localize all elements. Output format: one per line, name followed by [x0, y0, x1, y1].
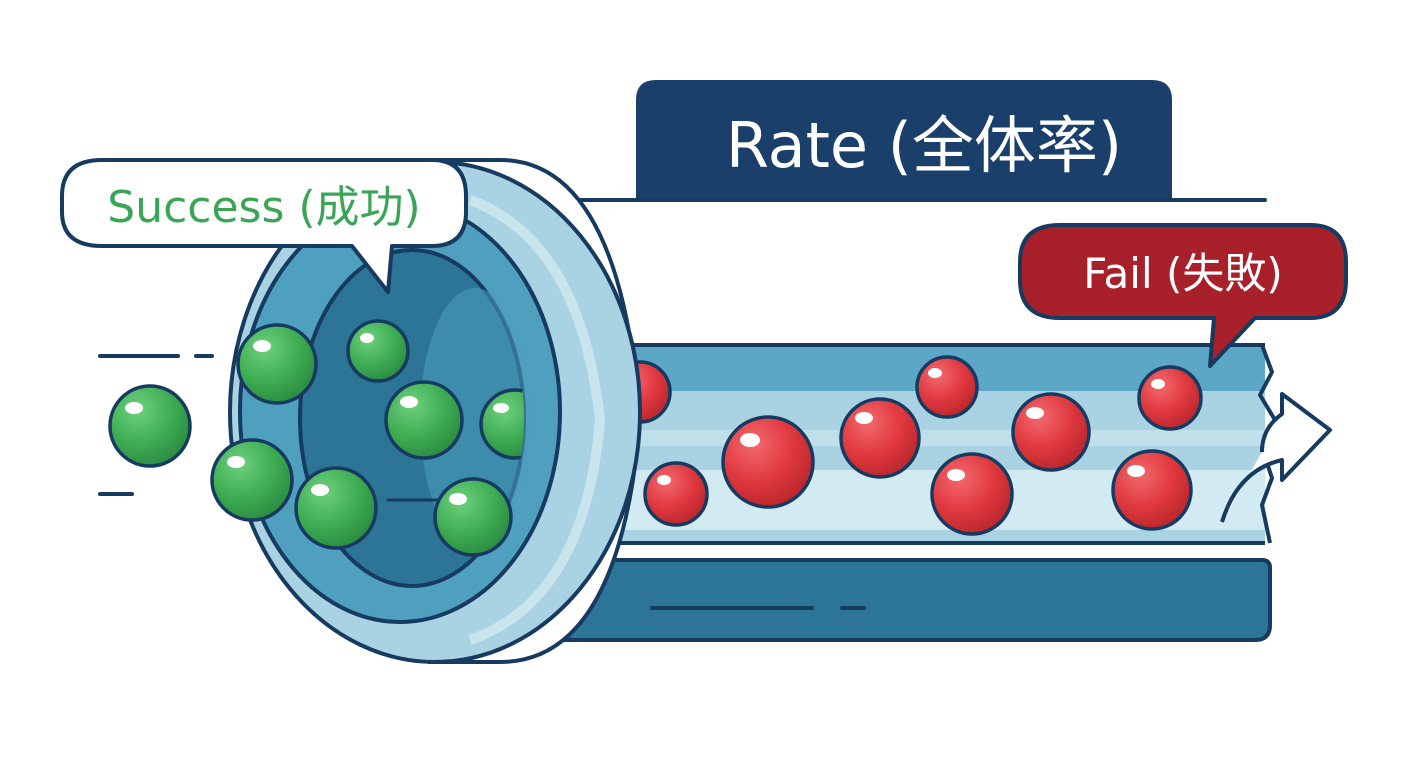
green-ball — [294, 466, 378, 550]
rate-banner: Rate (全体率) — [578, 80, 1267, 202]
green-ball — [210, 438, 294, 522]
red-ball — [839, 397, 921, 479]
fail-label: Fail (失敗) — [1083, 249, 1283, 298]
green-ball — [479, 388, 524, 460]
red-ball — [1011, 392, 1091, 472]
red-balls — [608, 355, 1203, 536]
rate-label: Rate (全体率) — [726, 109, 1122, 182]
arrow-right-icon — [1220, 392, 1332, 523]
red-ball — [1111, 449, 1193, 531]
speed-lines — [98, 354, 214, 496]
green-ball — [108, 384, 192, 468]
red-ball — [643, 461, 709, 527]
green-ball — [433, 477, 513, 557]
red-ball — [721, 415, 815, 509]
red-ball — [915, 355, 979, 419]
red-ball — [1137, 365, 1203, 431]
green-ball — [384, 380, 464, 460]
fail-tube — [600, 343, 1265, 545]
tube-body — [518, 558, 1272, 642]
success-callout: Success (成功) — [60, 158, 468, 294]
exit-arrow — [1220, 344, 1332, 544]
green-balls — [108, 319, 524, 557]
success-label: Success (成功) — [107, 182, 420, 233]
green-ball — [346, 319, 410, 383]
green-ball — [236, 323, 318, 405]
red-ball — [930, 452, 1014, 536]
fail-callout: Fail (失敗) — [1018, 223, 1348, 368]
